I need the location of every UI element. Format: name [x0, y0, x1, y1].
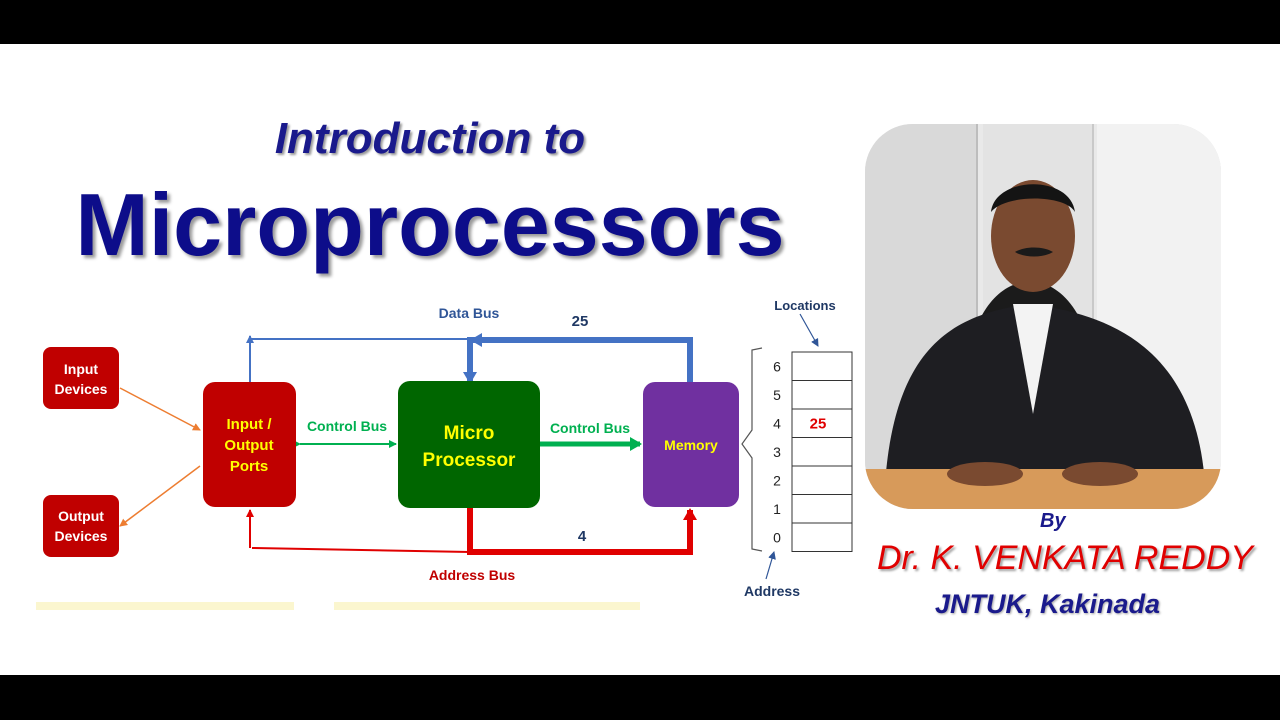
- memory-cell: [791, 522, 853, 552]
- by-label: By: [1040, 510, 1066, 532]
- data-bus-thin: [246, 335, 468, 389]
- input-devices-block: Input Devices: [43, 347, 119, 409]
- data-bus-label: Data Bus: [439, 305, 500, 321]
- data-bus-thick: [463, 333, 693, 384]
- highlight-strip-right: [334, 602, 640, 610]
- address-label: Address: [744, 583, 800, 599]
- control-bus-left-label: Control Bus: [307, 418, 387, 434]
- memory-address-label: 4: [773, 415, 781, 431]
- presenter-photo: [865, 124, 1221, 509]
- output-devices-label-1: Output: [58, 508, 104, 524]
- memory-cell-value: 25: [810, 415, 827, 432]
- address-bus-label: Address Bus: [429, 567, 516, 583]
- memory-address-label: 0: [773, 529, 781, 545]
- address-bus: [246, 508, 697, 555]
- io-ports-label-1: Input /: [227, 416, 273, 433]
- memory-block: Memory: [643, 382, 739, 507]
- address-bus-value: 4: [578, 528, 587, 545]
- microprocessor-label-2: Processor: [423, 450, 517, 471]
- title-line-1: Introduction to: [274, 114, 586, 163]
- output-devices-arrow: [119, 465, 201, 527]
- slide-canvas: Introduction to Microprocessors: [0, 44, 1280, 675]
- memory-address-label: 3: [773, 444, 781, 460]
- io-ports-label-2: Output: [224, 437, 273, 454]
- memory-bracket: [741, 347, 763, 552]
- input-devices-arrow: [119, 387, 201, 431]
- memory-address-label: 1: [773, 501, 781, 517]
- io-ports-label-3: Ports: [230, 458, 268, 475]
- io-ports-block: Input / Output Ports: [203, 382, 296, 507]
- locations-label: Locations: [774, 298, 835, 313]
- presenter-organization: JNTUK, Kakinada: [935, 589, 1161, 619]
- locations-arrow: [799, 313, 819, 347]
- control-bus-right-label: Control Bus: [550, 420, 630, 436]
- memory-cell: [791, 494, 853, 524]
- microprocessor-block-diagram: Input Devices Output Devices Input / Out…: [36, 298, 853, 610]
- memory-address-label: 2: [773, 472, 781, 488]
- memory-cell: [791, 351, 853, 381]
- input-devices-label-1: Input: [64, 361, 99, 377]
- address-arrow: [765, 551, 776, 580]
- input-devices-label-2: Devices: [55, 381, 108, 397]
- memory-address-label: 6: [773, 358, 781, 374]
- output-devices-block: Output Devices: [43, 495, 119, 557]
- memory-table: 6 5 4 25 3 2 1 0: [773, 351, 853, 552]
- microprocessor-label-1: Micro: [444, 423, 495, 444]
- microprocessor-block: Micro Processor: [398, 381, 540, 508]
- title-main: Microprocessors: [75, 175, 785, 274]
- memory-label: Memory: [664, 437, 718, 453]
- highlight-strip-left: [36, 602, 294, 610]
- memory-cell: [791, 465, 853, 495]
- presenter-name: Dr. K. VENKATA REDDY: [877, 539, 1253, 577]
- memory-cell: [791, 380, 853, 410]
- output-devices-label-2: Devices: [55, 528, 108, 544]
- memory-cell: [791, 437, 853, 467]
- data-bus-value: 25: [572, 313, 589, 330]
- memory-address-label: 5: [773, 387, 781, 403]
